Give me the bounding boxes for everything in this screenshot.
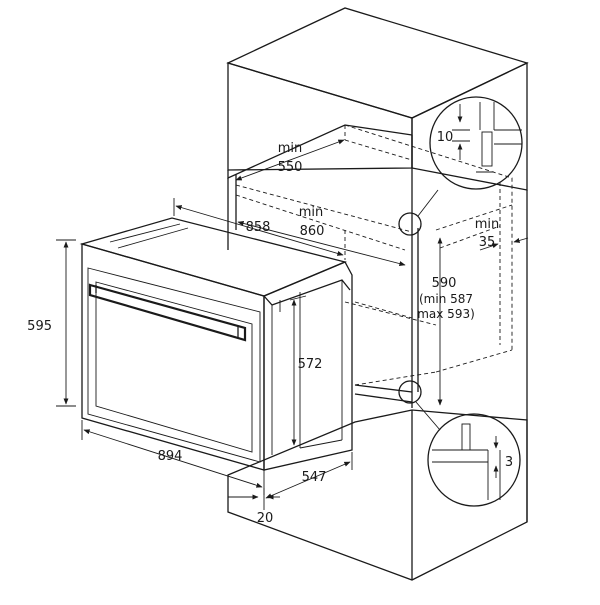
dimension-labels: 595 894 min 550 858 min 860 590 (min 587… [27, 130, 513, 526]
label-oven-width: 894 [158, 449, 183, 464]
label-niche-height-max: max 593) [417, 307, 475, 321]
top-detail-circle [398, 96, 523, 236]
label-depth-min: min [299, 205, 324, 220]
kitchen-cabinet [226, 7, 529, 581]
label-depth-min-value: 860 [300, 224, 325, 239]
label-oven-depth: 858 [246, 220, 271, 235]
label-body-width: 547 [302, 470, 327, 485]
oven-body [79, 217, 353, 471]
dimension-lines [56, 139, 529, 510]
label-bottom-detail-gap: 3 [505, 455, 513, 470]
label-side-min: min [475, 217, 500, 232]
label-front-panel-height: 572 [298, 357, 323, 372]
label-niche-height: 590 [432, 276, 457, 291]
label-front-overhang: 20 [257, 511, 274, 526]
bottom-detail-circle [398, 380, 521, 507]
label-side-min-value: 35 [479, 235, 496, 250]
label-top-detail-gap: 10 [437, 130, 454, 145]
label-oven-height: 595 [27, 319, 52, 334]
label-niche-height-min: (min 587 [419, 292, 473, 306]
label-top-min: min [278, 141, 303, 156]
label-top-min-value: 550 [278, 160, 303, 175]
